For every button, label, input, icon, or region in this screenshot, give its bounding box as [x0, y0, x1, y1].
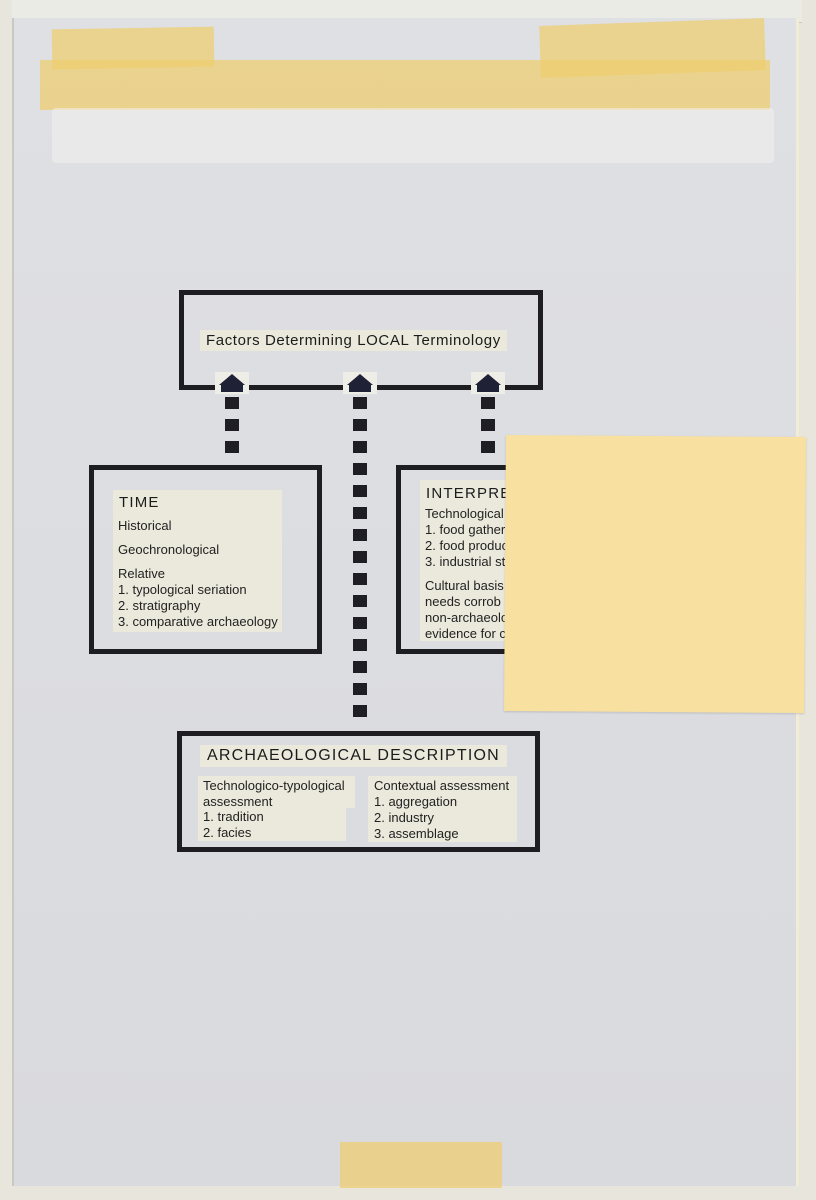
arrow-up-icon	[219, 374, 245, 385]
description-left-panel-top	[198, 776, 355, 808]
connector-dash	[353, 529, 367, 541]
connector-dash	[353, 397, 367, 409]
time-title: TIME	[119, 494, 160, 511]
tape-top-band	[40, 60, 770, 110]
interpretation-items-a: Technological 1. food gatheri 2. food pr…	[425, 506, 508, 570]
interpretation-panel-3	[420, 575, 520, 641]
connector-dash	[353, 507, 367, 519]
connector-dash	[225, 441, 239, 453]
description-right-item: 2. industry	[374, 810, 434, 825]
connector-dash	[353, 551, 367, 563]
description-right-item: 1. aggregation	[374, 794, 458, 809]
description-left-items: Technologico-typological assessment 1. t…	[203, 778, 345, 840]
connector-dash	[353, 573, 367, 585]
time-relative-item: 1. typological seriation	[118, 582, 247, 597]
connector-dash	[225, 419, 239, 431]
interpretation-line: needs corrob	[425, 594, 501, 609]
time-item: Geochronological	[118, 542, 220, 557]
diagram-title: Factors Determining LOCAL Terminology	[200, 330, 507, 351]
interpretation-items-b: Cultural basis needs corrob non-archaeol…	[425, 578, 508, 642]
interpretation-line: 3. industrial st	[425, 554, 506, 569]
connector-dash	[481, 441, 495, 453]
time-items: Historical Geochronological Relative 1. …	[118, 518, 278, 630]
description-title: ARCHAEOLOGICAL DESCRIPTION	[200, 745, 507, 767]
connector-dash	[353, 705, 367, 717]
connector-dash	[353, 595, 367, 607]
description-right-item: 3. assemblage	[374, 826, 459, 841]
interpretation-panel-2	[420, 505, 520, 575]
time-frame	[89, 465, 322, 654]
arrow-stem	[477, 384, 499, 392]
time-relative-item: 3. comparative archaeology	[118, 614, 278, 629]
description-right-items: Contextual assessment 1. aggregation 2. …	[374, 778, 509, 842]
connector-dash	[353, 661, 367, 673]
time-item: Historical	[118, 518, 172, 533]
connector-dash	[353, 639, 367, 651]
description-left-item: 2. facies	[203, 824, 252, 840]
arrow-stem	[349, 384, 371, 392]
description-right-heading: Contextual assessment	[374, 778, 510, 793]
connector-dash	[353, 419, 367, 431]
sticky-note	[504, 434, 806, 714]
description-left-panel	[198, 806, 346, 841]
interpretation-frame	[396, 465, 536, 654]
interpretation-line: Cultural basis	[425, 578, 504, 593]
connector-dash	[353, 683, 367, 695]
description-left-heading: assessment	[203, 793, 273, 809]
arrow-right	[471, 372, 505, 394]
description-frame	[177, 731, 540, 852]
time-relative-label: Relative	[118, 566, 165, 581]
connector-dash	[481, 419, 495, 431]
arrow-left	[215, 372, 249, 394]
description-left-heading: Technologico-typological	[203, 778, 345, 793]
description-right-panel	[368, 776, 517, 842]
connector-dash	[353, 617, 367, 629]
interpretation-line: non-archaeolo	[425, 610, 509, 625]
arrow-up-icon	[475, 374, 501, 385]
local-terminology-frame	[179, 290, 543, 390]
connector-dash	[481, 397, 495, 409]
interpretation-line: evidence for c	[425, 626, 506, 641]
connector-dash	[353, 485, 367, 497]
film-overlay-strip	[52, 108, 774, 163]
description-left-item: 1. tradition	[203, 809, 264, 824]
time-relative-item: 2. stratigraphy	[118, 598, 201, 613]
interpretation-line: Technological	[425, 506, 504, 521]
arrow-stem	[221, 384, 243, 392]
interpretation-title: INTERPRE	[426, 485, 512, 502]
tape-bottom	[340, 1142, 502, 1188]
arrow-center	[343, 372, 377, 394]
interpretation-line: 2. food produc	[425, 538, 509, 553]
interpretation-line: 1. food gatheri	[425, 522, 509, 537]
arrow-up-icon	[347, 374, 373, 385]
connector-dash	[353, 441, 367, 453]
time-panel	[113, 490, 282, 632]
connector-dash	[353, 463, 367, 475]
connector-dash	[225, 397, 239, 409]
